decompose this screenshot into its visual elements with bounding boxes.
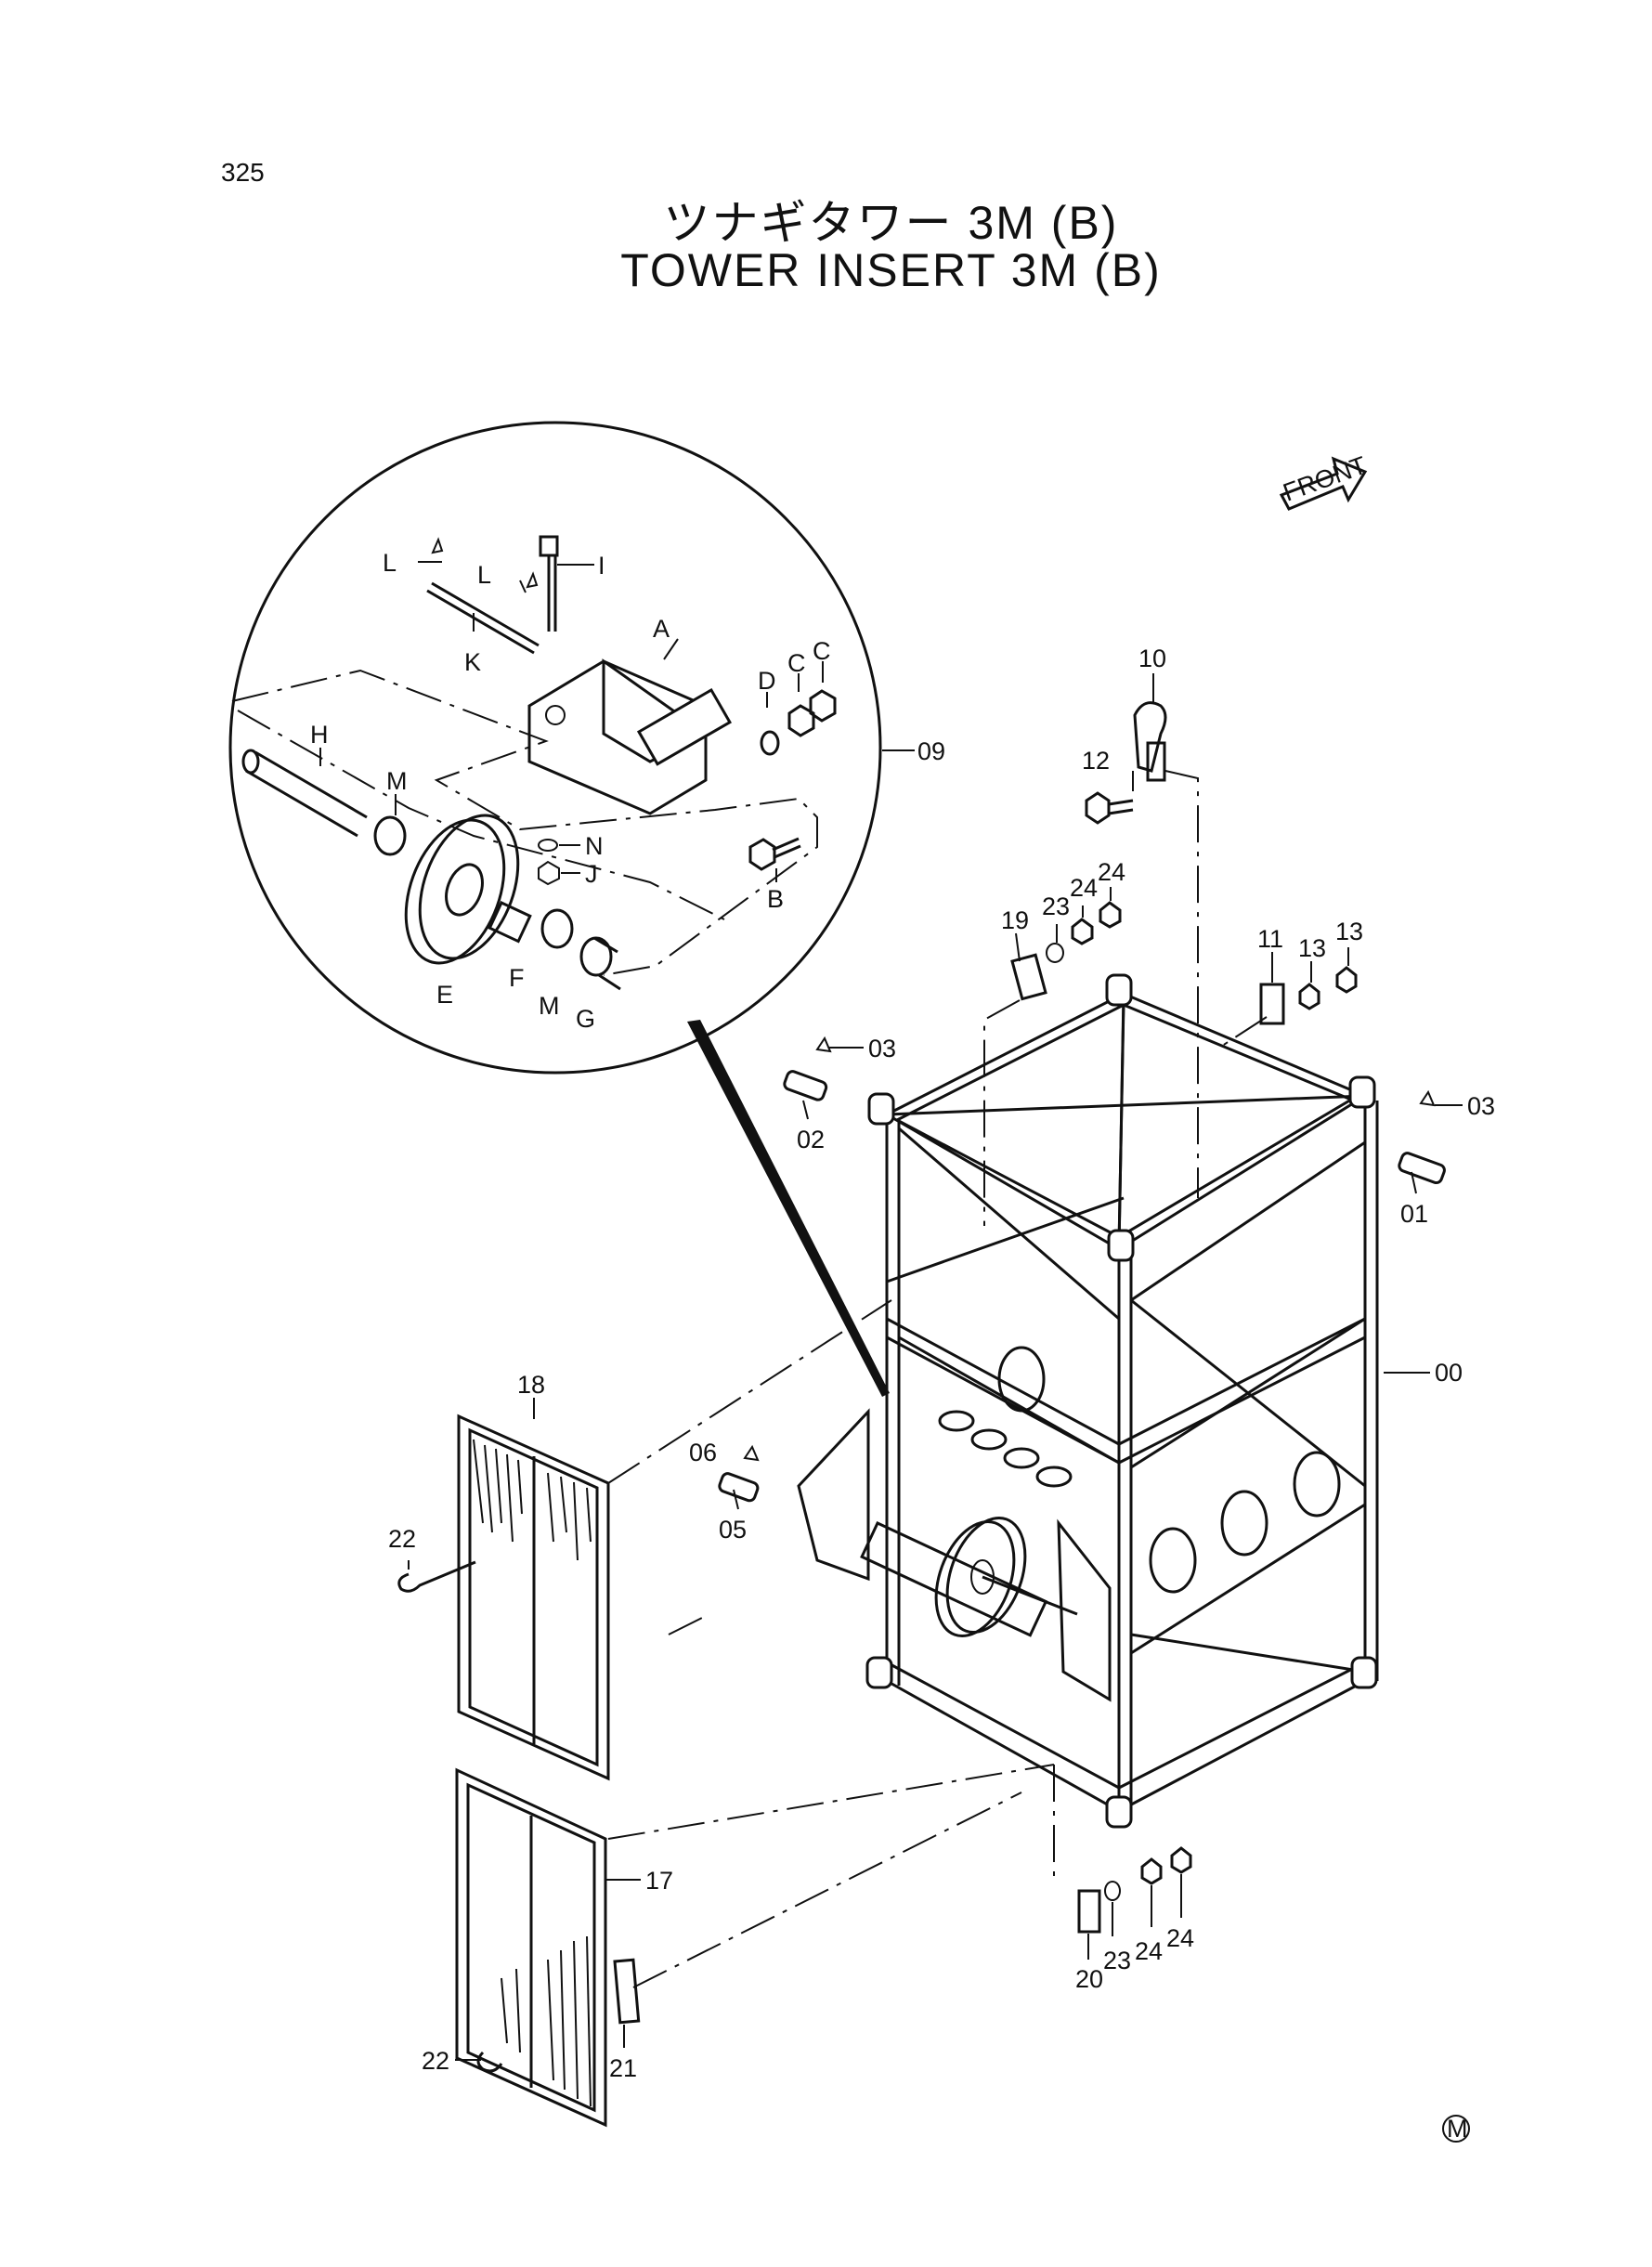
callout-10: 10 xyxy=(1138,645,1166,672)
detail-leader xyxy=(687,1020,890,1397)
callout-G: G xyxy=(576,1005,595,1033)
callout-L2: L xyxy=(477,561,491,589)
callout-23a: 23 xyxy=(1042,892,1070,920)
panel-18: 18 xyxy=(457,1371,610,1781)
callout-22b: 22 xyxy=(422,2047,449,2075)
callout-03a: 03 xyxy=(868,1035,896,1062)
callout-M1: M xyxy=(386,767,408,795)
projection-lines xyxy=(607,1299,1055,1988)
callout-12: 12 xyxy=(1082,747,1110,775)
clamp-parts-bottom: 20 23 24 24 xyxy=(1053,1765,1194,1993)
callout-I: I xyxy=(598,552,605,580)
callout-C1: C xyxy=(787,649,806,677)
callout-13b: 13 xyxy=(1335,918,1363,945)
page-number: 325 xyxy=(221,158,265,187)
callout-J: J xyxy=(585,860,598,888)
callout-03b: 03 xyxy=(1467,1092,1495,1120)
callout-A: A xyxy=(653,615,670,643)
callout-N: N xyxy=(585,832,604,860)
callout-F: F xyxy=(509,964,525,992)
panel-17: 17 xyxy=(455,1767,673,2128)
callout-24c: 24 xyxy=(1135,1937,1163,1965)
callout-24d: 24 xyxy=(1166,1924,1194,1952)
tower-frame xyxy=(797,973,1379,1829)
detail-view: L I L K A D C C H M N J B E F M G 09 xyxy=(228,421,945,1397)
callout-H: H xyxy=(310,721,329,749)
callout-L1: L xyxy=(383,549,397,577)
mark-letter: M xyxy=(1447,2115,1468,2143)
callout-M2: M xyxy=(539,992,560,1020)
callout-E: E xyxy=(436,981,453,1009)
clamp-parts-top: 10 12 19 23 24 24 11 13 13 xyxy=(983,645,1363,1226)
registered-mark-icon: M xyxy=(1442,2115,1470,2143)
callout-05: 05 xyxy=(719,1516,747,1544)
front-label: FRONT xyxy=(1280,451,1371,507)
callout-13a: 13 xyxy=(1298,934,1326,962)
callout-11: 11 xyxy=(1257,925,1283,953)
callout-24a: 24 xyxy=(1070,874,1098,902)
front-arrow-icon: FRONT xyxy=(1280,451,1371,511)
callout-19: 19 xyxy=(1001,906,1029,934)
pins: 03 03 01 02 00 06 05 xyxy=(689,1035,1495,1544)
callout-23b: 23 xyxy=(1103,1947,1131,1974)
callout-18: 18 xyxy=(517,1371,545,1399)
callout-20: 20 xyxy=(1075,1965,1103,1993)
callout-22a: 22 xyxy=(388,1525,416,1553)
callout-00: 00 xyxy=(1435,1359,1463,1387)
hooks: 22 22 21 xyxy=(388,1525,641,2082)
callout-06: 06 xyxy=(689,1439,717,1466)
callout-K: K xyxy=(464,648,481,676)
callout-D: D xyxy=(758,667,776,695)
callout-C2: C xyxy=(813,637,831,665)
detail-circle xyxy=(228,421,882,1075)
callout-24b: 24 xyxy=(1098,858,1125,886)
callout-21: 21 xyxy=(609,2054,637,2082)
callout-B: B xyxy=(767,885,784,913)
callout-02: 02 xyxy=(797,1126,825,1153)
callout-17: 17 xyxy=(645,1867,673,1895)
title-english: TOWER INSERT 3M (B) xyxy=(620,244,1162,296)
callout-09: 09 xyxy=(917,737,945,765)
title-japanese: ツナギタワー 3M (B) xyxy=(663,197,1119,249)
callout-01: 01 xyxy=(1400,1200,1428,1228)
